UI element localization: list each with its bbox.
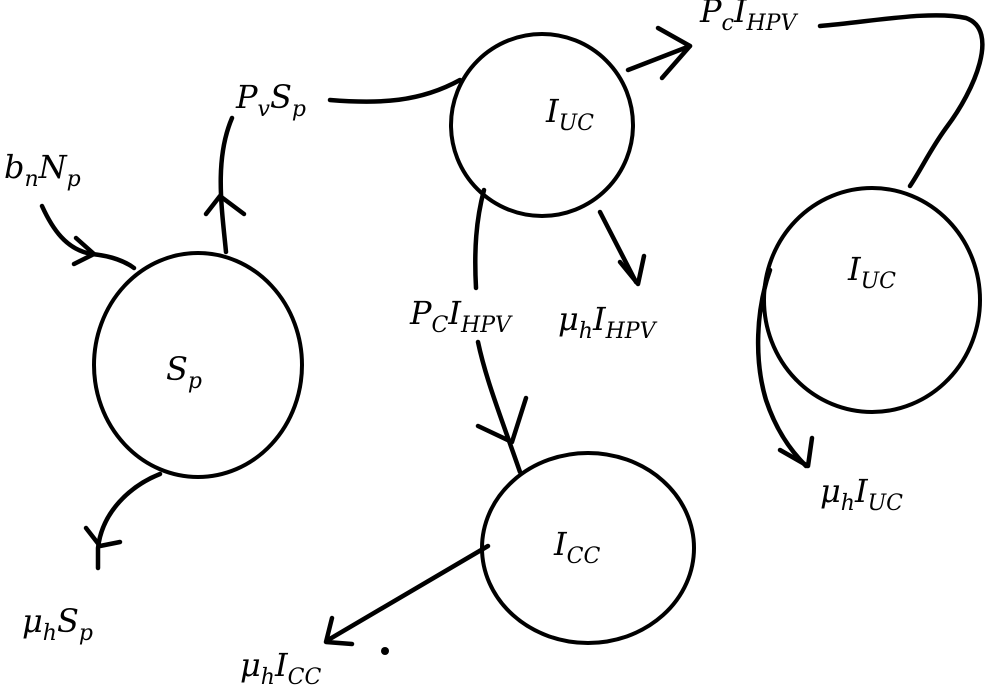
- edge-pcihpv-to-icc: [475, 339, 523, 475]
- edge-iuc2-to-muiuc-arrowhead: [777, 435, 815, 469]
- node-iuc-1-label: IUC: [545, 92, 594, 136]
- edge-iuc-to-muihpv-arrowhead: [617, 253, 647, 287]
- edge-pvsp-to-iuc: [327, 77, 463, 104]
- label-pc-ihpv-mid: PCIHPV: [409, 294, 513, 338]
- node-iuc-1-circle: [449, 32, 635, 218]
- label-pv-sp: PvSp: [235, 78, 306, 122]
- node-sp-circle: [92, 251, 304, 479]
- edge-icc-to-muicc: [325, 543, 491, 643]
- edge-sp-to-pvsp-arrowhead: [203, 193, 247, 217]
- label-mu-icc: μhICC: [240, 646, 321, 690]
- node-iuc-2-circle: [762, 186, 982, 414]
- node-sp-label: Sp: [166, 350, 202, 394]
- label-pc-ihpv-top: PcIHPV: [699, 0, 798, 36]
- edge-birth-inflow-arrowhead: [71, 235, 97, 267]
- node-iuc-2-label: IUC: [847, 250, 896, 294]
- label-mu-ihpv: μhIHPV: [558, 300, 658, 344]
- label-mu-iuc: μhIUC: [820, 472, 903, 516]
- node-icc-label: ICC: [553, 525, 600, 569]
- stray-dot: [381, 647, 389, 655]
- edge-pcihpv-to-icc-arrowhead: [475, 395, 529, 445]
- edge-iuc-to-muihpv: [597, 209, 639, 285]
- label-bn-np: bnNp: [4, 148, 81, 192]
- edge-icc-to-muicc-arrowhead: [323, 615, 355, 647]
- edge-iuc-to-pcihpv-mid: [473, 187, 487, 291]
- label-mu-sp: μhSp: [22, 602, 93, 646]
- edge-sp-to-musp-arrowhead: [83, 525, 123, 549]
- edge-sp-to-musp: [95, 471, 163, 571]
- edge-sp-to-pvsp: [218, 115, 235, 255]
- edge-pcihpv-to-iuc2: [817, 13, 985, 189]
- edge-iuc-to-pcihpv-top-arrowhead: [655, 25, 693, 81]
- edge-iuc2-to-muiuc: [755, 267, 809, 469]
- edge-iuc-to-pcihpv-top: [625, 43, 693, 73]
